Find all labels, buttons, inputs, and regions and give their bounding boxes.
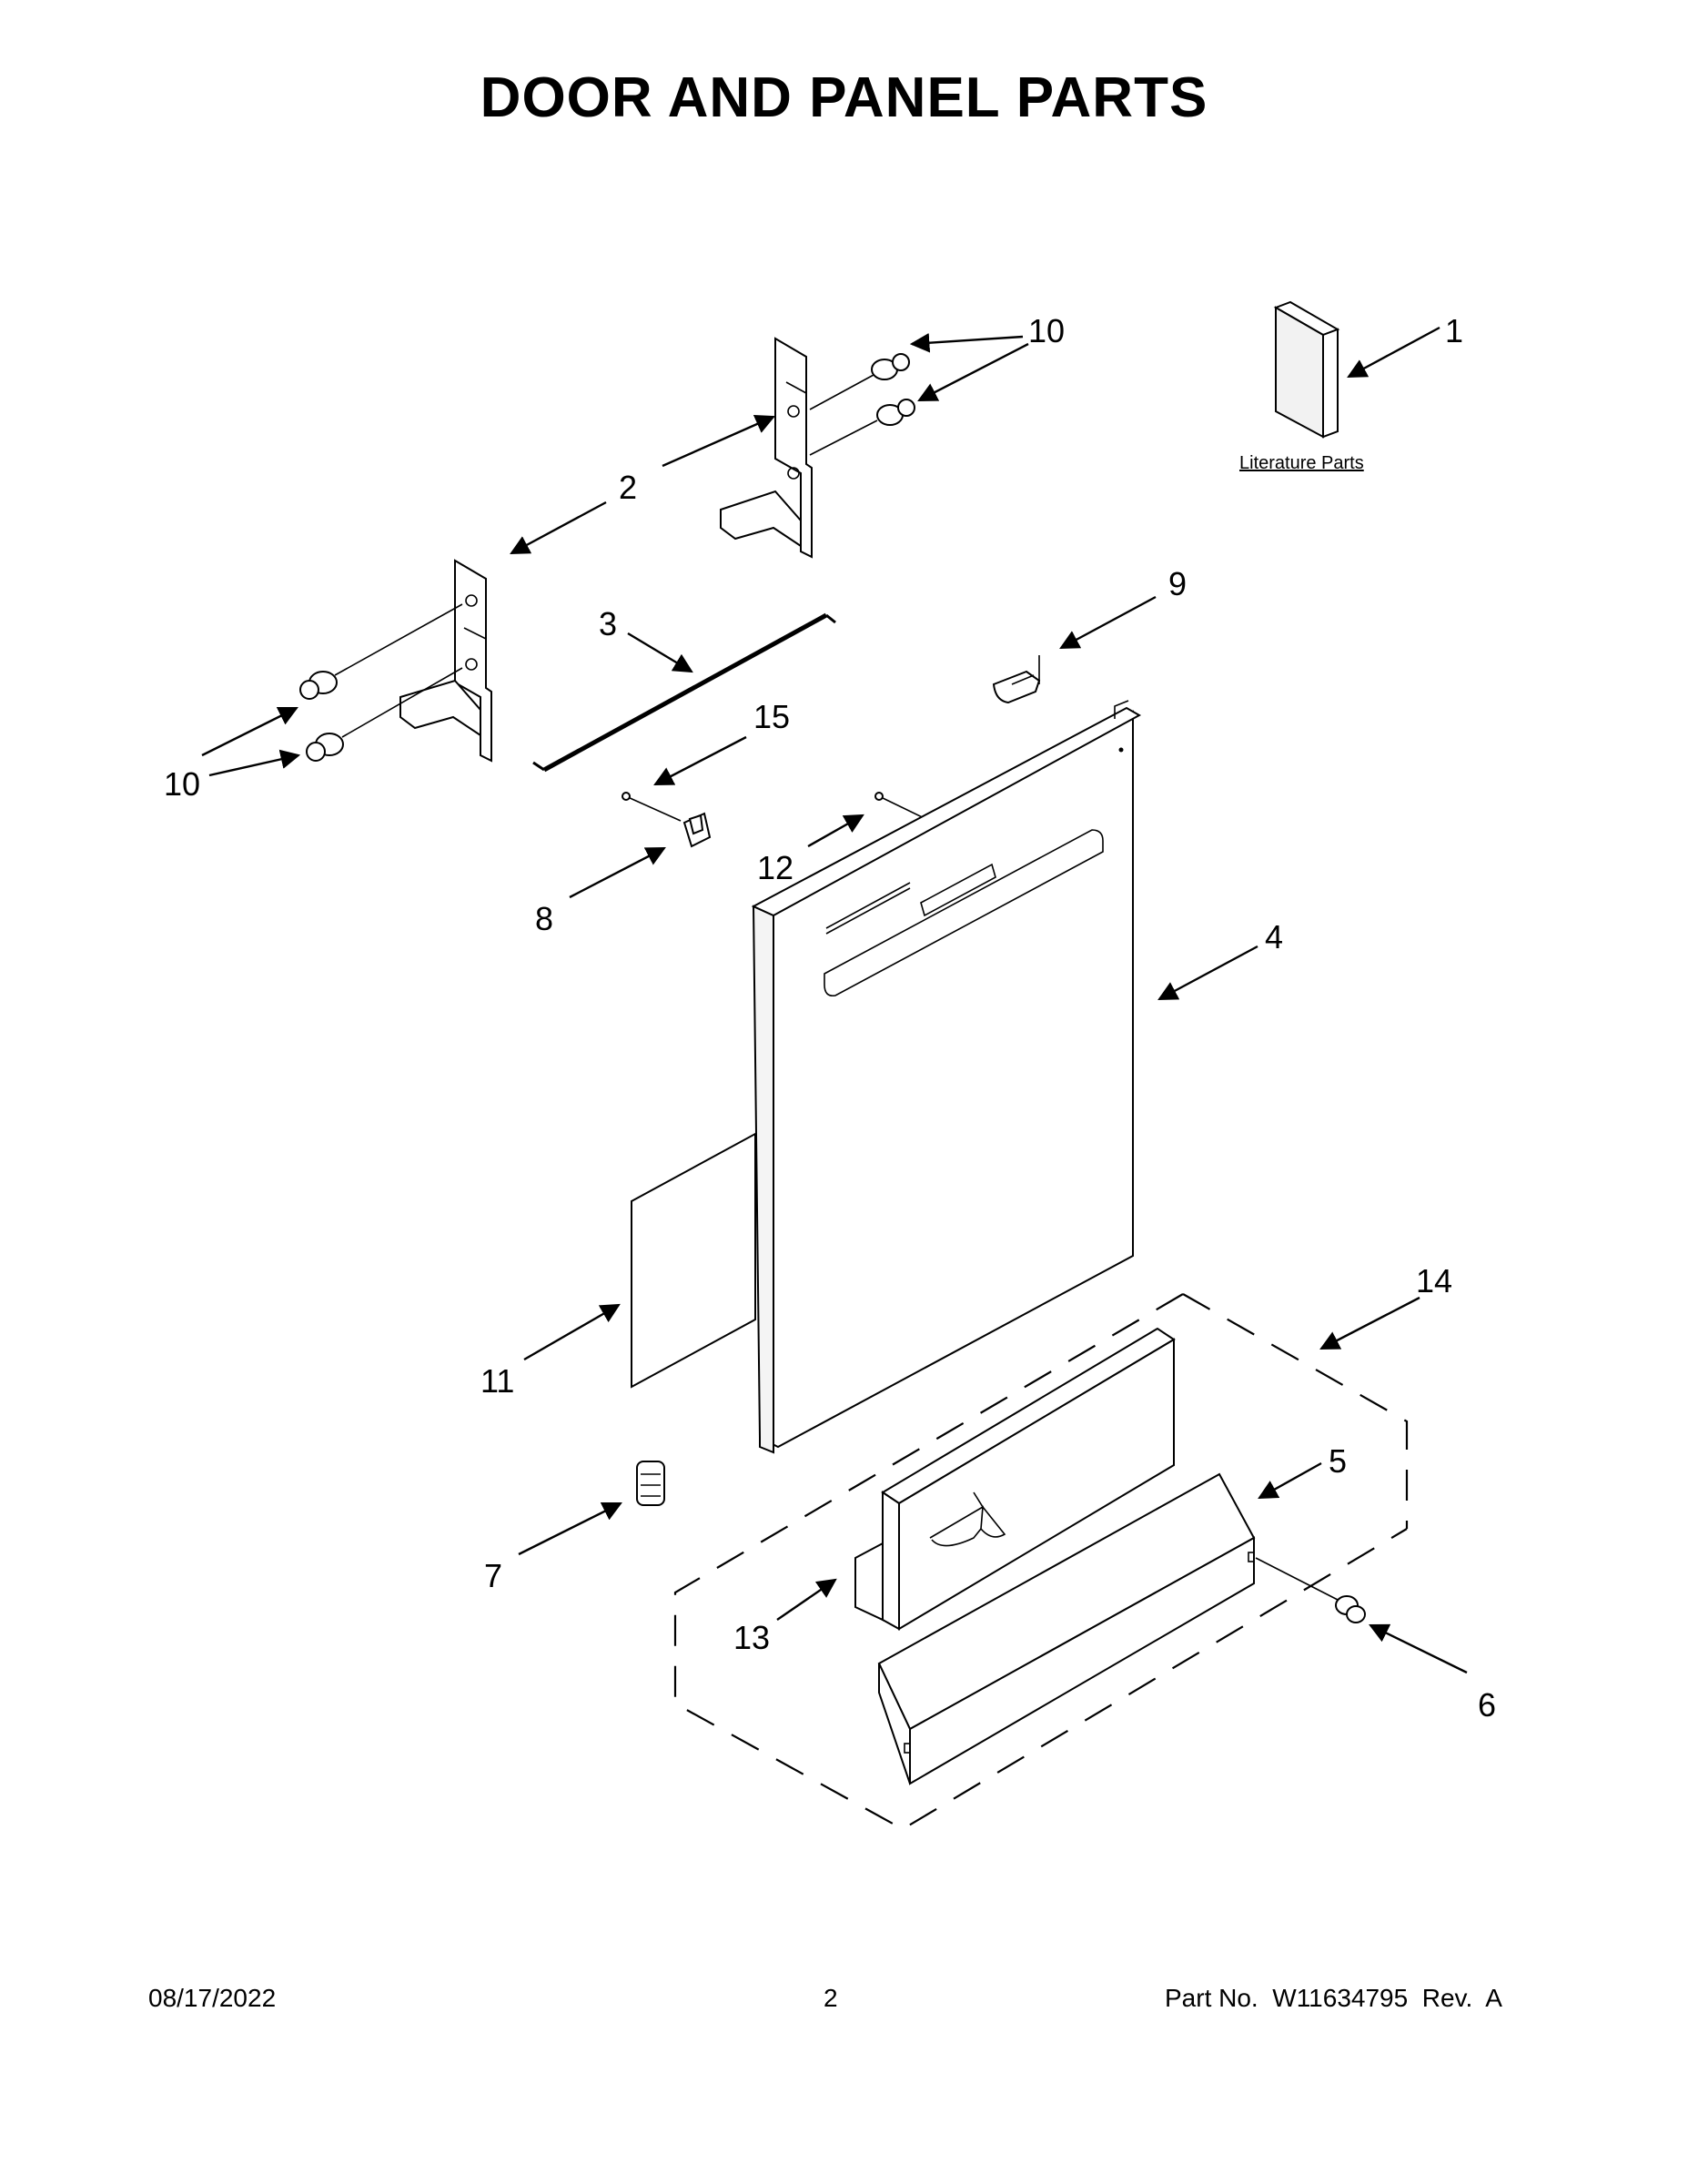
callout-13: 13 [733,1619,770,1656]
screw-10-left-2 [306,667,463,762]
insulation-pad-11 [631,1132,756,1389]
callout-15: 15 [753,698,790,735]
page-title: DOOR AND PANEL PARTS [480,66,1208,129]
footer-page-number: 2 [824,1984,838,2012]
callout-10-top: 10 [1028,312,1065,349]
bumper-7 [636,1461,665,1506]
footer-part-number: Part No. W11634795 Rev. A [1165,1984,1502,2012]
latch-clip-9 [992,655,1041,704]
literature-booklet [1273,300,1340,439]
door-rod [532,612,836,773]
callout-14: 14 [1416,1262,1452,1299]
screw-6 [1255,1557,1366,1623]
callout-11: 11 [480,1362,514,1400]
toe-panel-5 [877,1472,1256,1785]
screw-10-left-1 [299,603,463,700]
callout-4: 4 [1265,918,1283,956]
callout-5: 5 [1329,1442,1347,1480]
toe-panel-insulation-13 [854,1327,1176,1631]
screw-15 [622,792,682,822]
leader-arrows [201,326,1468,1674]
kit-outline-14 [673,1293,1409,1831]
literature-parts-label: Literature Parts [1239,453,1364,473]
door-panel [751,700,1142,1454]
callout-1: 1 [1445,312,1463,349]
callout-9: 9 [1168,565,1187,602]
hinge-bracket-right [720,337,813,559]
screw-10-top-1 [809,353,910,410]
clip-8 [682,812,712,848]
footer-date: 08/17/2022 [148,1984,277,2012]
screw-10-top-2 [809,399,915,456]
callout-7: 7 [484,1557,502,1594]
callout-3: 3 [599,605,617,642]
callout-12: 12 [757,849,793,886]
callout-10-left: 10 [164,765,200,803]
callout-8: 8 [535,900,553,937]
callout-2: 2 [619,469,637,506]
callout-6: 6 [1478,1686,1496,1724]
hinge-bracket-left [399,559,492,763]
